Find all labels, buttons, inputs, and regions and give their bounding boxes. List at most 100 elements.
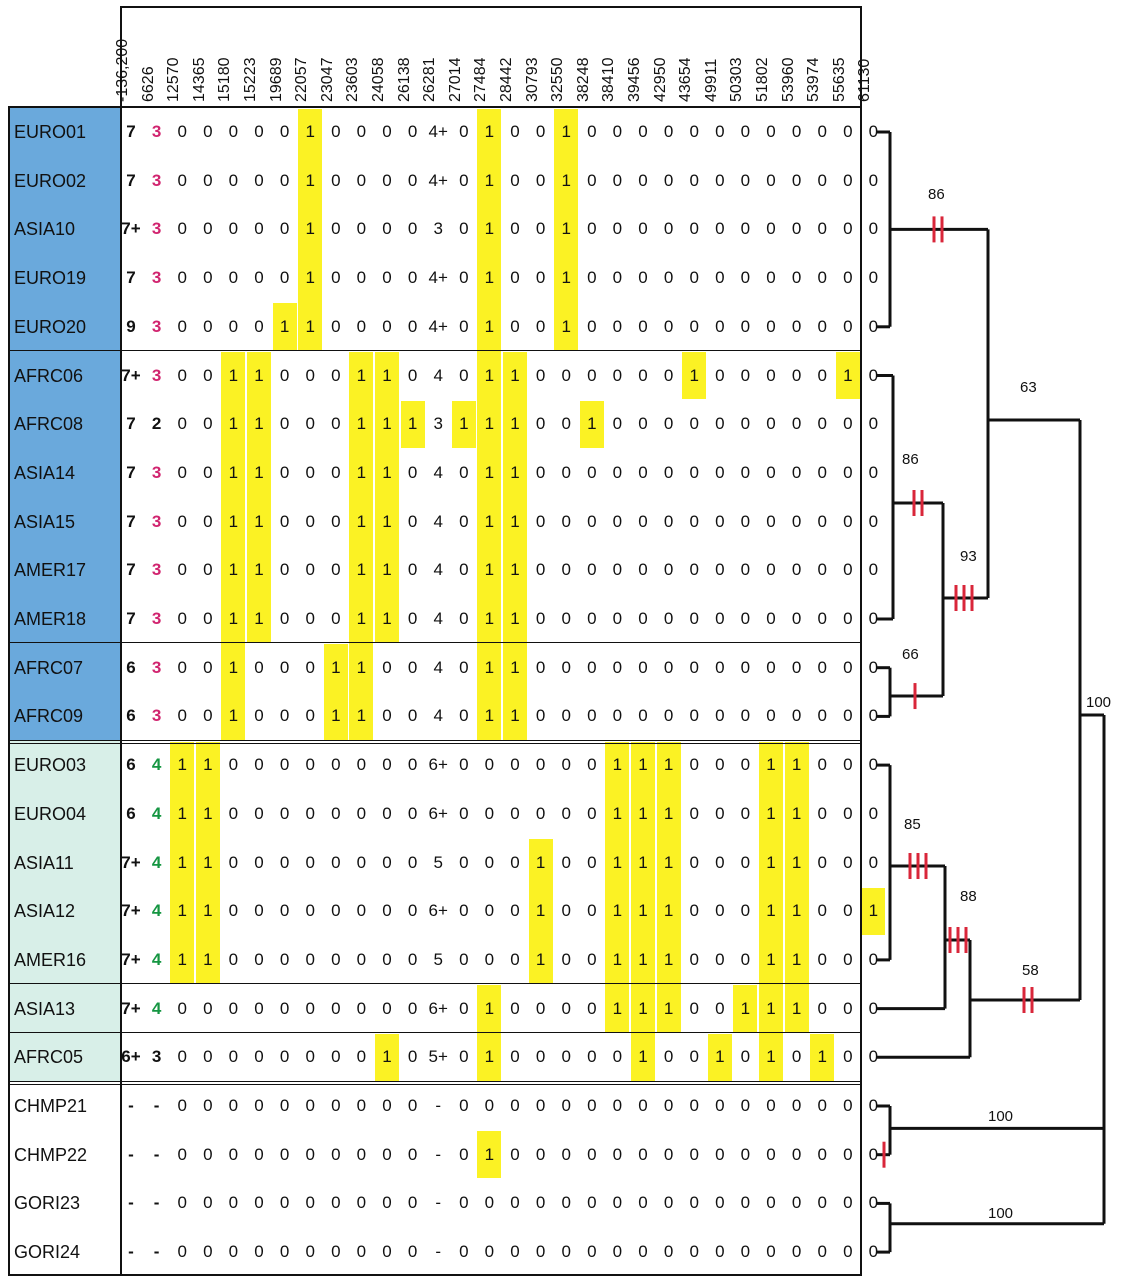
- matrix-cell: 0: [203, 365, 213, 385]
- matrix-cell: 0: [791, 560, 802, 580]
- matrix-cell: 0: [561, 998, 571, 1018]
- matrix-cell: 4+: [428, 122, 448, 141]
- matrix-cell: 0: [791, 414, 802, 434]
- matrix-cell: 0: [356, 170, 367, 190]
- matrix-cell: 1: [663, 949, 674, 969]
- matrix-cell: 1: [561, 122, 571, 141]
- matrix-cell: 0: [177, 609, 187, 628]
- matrix-cell: 0: [331, 998, 341, 1018]
- highlight-block: [682, 352, 707, 399]
- taxon-name: EURO02: [14, 170, 87, 191]
- matrix-cell: 1: [254, 365, 264, 385]
- matrix-cell: 1: [791, 852, 802, 872]
- matrix-cell: 0: [868, 1144, 879, 1164]
- matrix-cell: 0: [663, 170, 674, 190]
- matrix-cell: 0: [689, 1242, 699, 1262]
- matrix-cell: 0: [535, 803, 546, 823]
- matrix-cell: 1: [356, 414, 367, 434]
- matrix-cell: 0: [612, 170, 623, 190]
- matrix-cell: -: [153, 1193, 160, 1213]
- matrix-cell: 3: [151, 609, 162, 628]
- matrix-cell: 0: [228, 122, 239, 141]
- matrix-cell: 0: [305, 1242, 315, 1262]
- matrix-cell: 4+: [428, 170, 448, 190]
- matrix-cell: 0: [407, 365, 418, 385]
- matrix-cell: 0: [561, 852, 571, 872]
- matrix-cell: 0: [766, 1193, 776, 1213]
- matrix-cell: 0: [638, 1096, 648, 1115]
- matrix-cell: -: [435, 1144, 442, 1164]
- matrix-cell: 1: [638, 998, 648, 1018]
- matrix-cell: 0: [740, 1096, 751, 1115]
- matrix-cell: 1: [382, 609, 392, 628]
- matrix-cell: 1: [484, 706, 495, 726]
- matrix-frame: [8, 106, 862, 1276]
- matrix-cell: 0: [817, 1193, 827, 1213]
- matrix-cell: 1: [228, 609, 239, 628]
- matrix-cell: 0: [868, 268, 879, 288]
- matrix-cell: 6: [126, 803, 136, 823]
- matrix-cell: 0: [279, 462, 290, 482]
- bootstrap-value: 66: [902, 646, 919, 663]
- matrix-cell: 0: [228, 1242, 239, 1262]
- matrix-cell: 0: [817, 998, 827, 1018]
- matrix-cell: 0: [561, 560, 571, 580]
- matrix-cell: 0: [535, 755, 546, 775]
- matrix-cell: 0: [561, 755, 571, 775]
- matrix-cell: 0: [689, 560, 699, 580]
- matrix-cell: 0: [638, 268, 648, 288]
- matrix-cell: 1: [663, 803, 674, 823]
- matrix-cell: 3: [151, 316, 162, 336]
- highlight-block: [451, 400, 476, 448]
- matrix-cell: 0: [407, 268, 418, 288]
- matrix-cell: 0: [612, 122, 623, 141]
- matrix-cell: 1: [510, 609, 520, 628]
- matrix-cell: 0: [689, 1144, 699, 1164]
- matrix-cell: 0: [177, 268, 187, 288]
- matrix-cell: 0: [843, 609, 853, 628]
- matrix-cell: 0: [868, 1242, 879, 1262]
- matrix-cell: 0: [791, 1047, 802, 1067]
- matrix-cell: 0: [587, 755, 597, 775]
- matrix-cell: 1: [612, 901, 623, 921]
- matrix-cell: 0: [407, 901, 418, 921]
- matrix-cell: 0: [279, 949, 290, 969]
- matrix-cell: 0: [279, 1144, 290, 1164]
- matrix-cell: 0: [843, 901, 853, 921]
- matrix-cell: 0: [177, 1193, 187, 1213]
- group-separator: [8, 983, 862, 985]
- matrix-cell: 1: [203, 901, 213, 921]
- matrix-cell: 0: [510, 852, 520, 872]
- matrix-cell: 4: [433, 511, 443, 531]
- matrix-cell: 0: [510, 170, 520, 190]
- matrix-cell: 0: [638, 1242, 648, 1262]
- matrix-cell: 0: [817, 803, 827, 823]
- matrix-cell: 0: [305, 706, 315, 726]
- matrix-cell: 0: [356, 268, 367, 288]
- matrix-cell: 0: [612, 1193, 623, 1213]
- matrix-cell: 0: [203, 609, 213, 628]
- matrix-cell: 0: [663, 609, 674, 628]
- matrix-cell: 0: [382, 170, 392, 190]
- matrix-cell: 1: [766, 998, 776, 1018]
- matrix-cell: 1: [766, 803, 776, 823]
- matrix-cell: 3: [151, 560, 162, 580]
- matrix-cell: 0: [279, 268, 290, 288]
- matrix-cell: 0: [459, 657, 469, 677]
- matrix-cell: 0: [279, 803, 290, 823]
- highlight-block: [631, 741, 655, 1081]
- matrix-cell: 7+: [121, 219, 141, 239]
- group-separator: [8, 350, 862, 352]
- matrix-cell: 0: [510, 219, 520, 239]
- matrix-cell: 1: [228, 414, 239, 434]
- matrix-cell: 0: [587, 706, 597, 726]
- matrix-cell: 1: [484, 414, 495, 434]
- matrix-cell: 0: [254, 755, 264, 775]
- matrix-cell: 1: [177, 949, 187, 969]
- matrix-cell: 0: [305, 365, 315, 385]
- matrix-cell: 0: [740, 803, 751, 823]
- matrix-cell: 0: [612, 657, 623, 677]
- matrix-cell: 0: [843, 706, 853, 726]
- matrix-cell: 1: [382, 462, 392, 482]
